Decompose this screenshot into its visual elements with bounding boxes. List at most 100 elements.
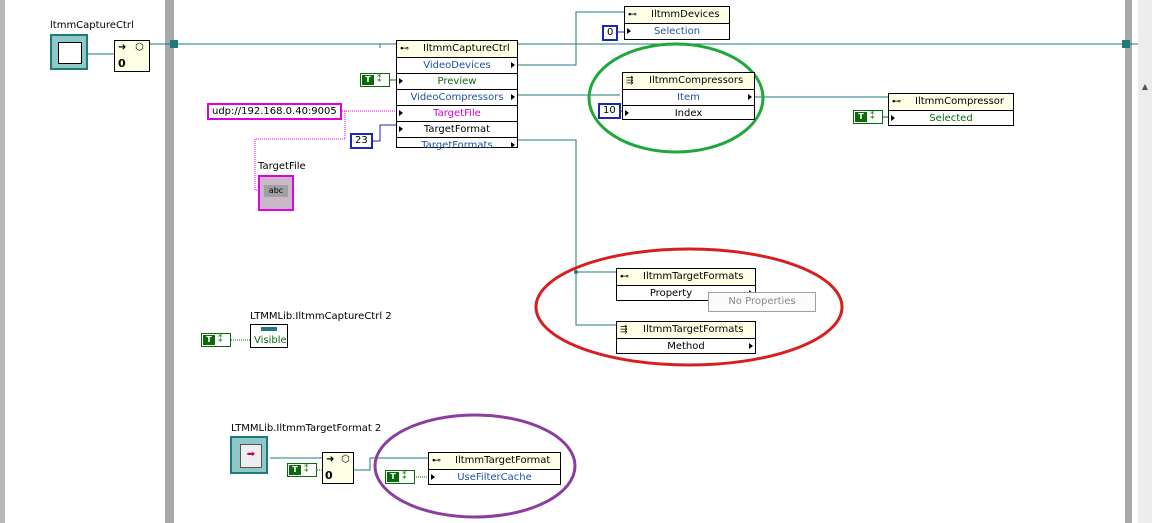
capture-ctrl-property-node[interactable]: ⊷ IltmmCaptureCtrl VideoDevices Preview V…	[396, 40, 518, 151]
purple-highlight-ellipse	[373, 413, 577, 519]
compressors-property-node[interactable]: ⇶ IltmmCompressors Item Index	[622, 72, 755, 120]
compressor-property-node[interactable]: ⊷ IltmmCompressor Selected	[888, 93, 1014, 126]
capture-ctrl-label: ltmmCaptureCtrl	[50, 20, 134, 31]
cube-icon: ⬡	[341, 454, 350, 465]
property-row-targetfile[interactable]: TargetFile	[397, 106, 517, 122]
selection-constant[interactable]: 0	[602, 25, 619, 41]
method-row-method[interactable]: Method	[617, 339, 755, 354]
target-format2-label: LTMMLib.IltmmTargetFormat 2	[231, 423, 382, 434]
structure-border-left	[0, 0, 5, 523]
output-arrow-icon	[511, 142, 515, 148]
boolean-true-constant[interactable]: T⁑	[360, 73, 390, 87]
property-row-preview[interactable]: Preview	[397, 74, 517, 90]
refnum-wire	[518, 11, 624, 66]
cube-icon: ⬡	[135, 42, 144, 53]
node-title: IltmmTargetFormat	[455, 455, 551, 466]
invoke-icon: ⇶	[626, 76, 634, 86]
structure-border	[1125, 0, 1132, 523]
boolean-true-constant[interactable]: T⁑	[385, 470, 415, 484]
target-format-constant[interactable]: 23	[350, 133, 373, 149]
property-row-videodevices[interactable]: VideoDevices	[397, 58, 517, 74]
index-constant[interactable]: 10	[598, 103, 621, 119]
output-arrow-icon	[511, 94, 515, 100]
activex-control-terminal[interactable]	[50, 34, 88, 70]
input-arrow-icon	[399, 110, 403, 116]
tunnel	[170, 40, 178, 48]
target-file-string-constant[interactable]: udp://192.168.0.40:9005	[207, 103, 342, 120]
string-indicator-terminal[interactable]: abc	[258, 175, 294, 211]
abc-icon: abc	[264, 185, 288, 197]
capture-ctrl2-label: LTMMLib.IltmmCaptureCtrl 2	[250, 311, 392, 322]
input-arrow-icon	[891, 115, 895, 121]
boolean-true-constant[interactable]: T⁑	[287, 463, 317, 477]
refnum-wire	[518, 139, 618, 273]
input-arrow-icon	[627, 28, 631, 34]
property-row-visible[interactable]: Visible	[254, 335, 287, 346]
zero-label: 0	[325, 469, 333, 482]
wire-junction	[574, 270, 578, 274]
boolean-true-constant[interactable]: T⁑	[853, 110, 883, 124]
output-arrow-icon	[511, 62, 515, 68]
input-arrow-icon	[399, 78, 403, 84]
target-formats-invoke-node[interactable]: ⇶ IltmmTargetFormats Method	[616, 321, 756, 354]
green-highlight-ellipse	[587, 42, 765, 154]
property-row-targetformat[interactable]: TargetFormat	[397, 122, 517, 138]
arrow-icon: ➜	[118, 42, 127, 53]
node-title: IltmmTargetFormats	[643, 324, 744, 335]
open-automation-node[interactable]: ➜ ⬡ 0	[114, 40, 150, 72]
window-icon	[58, 42, 82, 64]
input-arrow-icon	[399, 126, 403, 132]
input-arrow-icon	[431, 474, 435, 480]
red-highlight-ellipse	[534, 247, 844, 367]
property-icon: ⊷	[628, 10, 637, 20]
property-row-targetformats[interactable]: TargetFormats	[397, 138, 517, 153]
devices-property-node[interactable]: ⊷ IltmmDevices Selection	[624, 6, 730, 40]
node-title: IltmmTargetFormats	[643, 271, 744, 282]
teal-bar-icon	[261, 327, 277, 331]
property-icon: ⊷	[620, 272, 629, 282]
open-automation-node[interactable]: ➜ ⬡ 0	[322, 452, 354, 484]
method-row-item[interactable]: Item	[623, 90, 754, 106]
boolean-true-constant[interactable]: T⁑	[201, 333, 231, 347]
input-arrow-icon	[625, 110, 629, 116]
activex-control-terminal[interactable]: ➡	[230, 436, 268, 474]
node-title: IltmmCompressors	[649, 75, 744, 86]
target-formats-property-node[interactable]: ⊷IltmmTargetFormats Property	[616, 268, 756, 301]
boolean-icon: ⁑	[377, 75, 382, 85]
no-properties-tooltip: No Properties	[708, 292, 816, 312]
node-title: IltmmCaptureCtrl	[423, 43, 510, 54]
property-icon: ⊷	[892, 97, 901, 107]
tunnel	[1122, 40, 1130, 48]
output-arrow-icon	[748, 94, 752, 100]
target-format-property-node[interactable]: ⊷ IltmmTargetFormat UseFilterCache	[428, 452, 561, 485]
capture-ctrl2-property-node[interactable]: Visible	[250, 324, 288, 348]
property-icon: ⊷	[400, 44, 409, 54]
property-icon: ⊷	[432, 456, 441, 466]
node-title: IltmmCompressor	[915, 96, 1005, 107]
boolean-icon: ⁑	[218, 335, 223, 345]
arrow-icon: ➜	[326, 454, 335, 465]
property-row-selection[interactable]: Selection	[625, 24, 729, 39]
boolean-icon: ⁑	[304, 465, 309, 475]
method-row-index[interactable]: Index	[623, 106, 754, 121]
property-row-usefiltercache[interactable]: UseFilterCache	[429, 470, 560, 485]
numeric-wire	[370, 124, 396, 142]
property-row-videocompressors[interactable]: VideoCompressors	[397, 90, 517, 106]
refnum-wire	[354, 457, 430, 471]
refnum-wire	[575, 272, 618, 326]
scrollbar-arrow-icon[interactable]: ▲	[1141, 82, 1149, 91]
target-file-label: TargetFile	[258, 161, 306, 172]
output-arrow-icon	[749, 343, 753, 349]
vertical-scrollbar[interactable]	[1138, 0, 1152, 523]
zero-label: 0	[118, 57, 126, 70]
invoke-icon: ⇶	[620, 325, 628, 335]
node-title: IltmmDevices	[651, 9, 720, 20]
structure-border	[165, 0, 174, 523]
document-arrow-icon: ➡	[240, 444, 262, 468]
boolean-icon: ⁑	[402, 472, 407, 482]
property-row-selected[interactable]: Selected	[889, 111, 1013, 126]
boolean-icon: ⁑	[870, 112, 875, 122]
string-wire	[254, 111, 346, 191]
